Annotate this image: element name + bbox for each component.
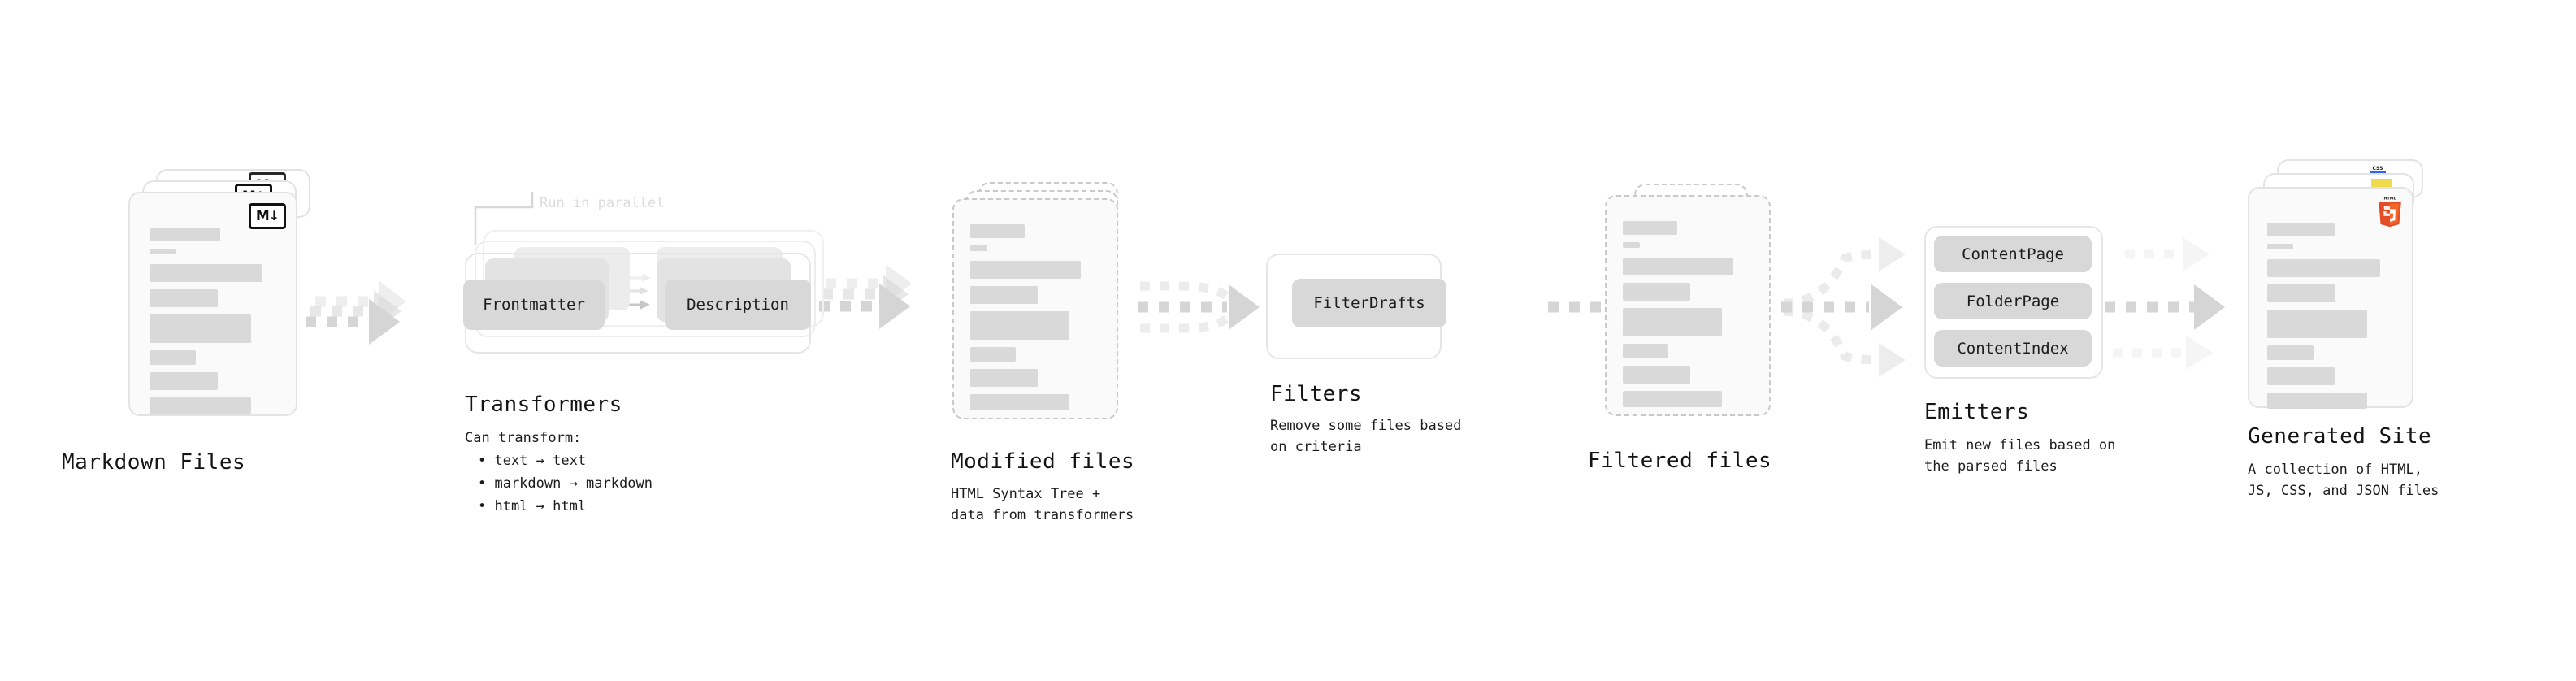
arrow-filtered-to-emitters — [1781, 237, 1906, 377]
skeleton-line — [150, 372, 218, 390]
run-in-parallel-note: Run in parallel — [540, 195, 665, 211]
skeleton-line — [2267, 244, 2293, 249]
arrow-markdown-to-transformers — [306, 280, 406, 345]
skeleton-line — [150, 314, 251, 343]
modified-files-title: Modified files — [951, 449, 1135, 474]
skeleton-line — [150, 249, 176, 254]
markdown-icon: M↓ — [249, 203, 286, 229]
emitter-pill-contentpage[interactable]: ContentPage — [1934, 236, 2092, 272]
js-icon — [2371, 179, 2392, 189]
emitters-subtitle: Emit new files based on the parsed files — [1924, 437, 2116, 475]
transformers-bullet-2: • html → html — [478, 498, 587, 514]
transformers-subtitle: Can transform: — [465, 430, 582, 446]
skeleton-line — [150, 264, 263, 282]
transformers-box-back — [483, 230, 824, 327]
skeleton-line — [2267, 259, 2381, 277]
filtered-skeleton-lines — [1623, 221, 1753, 414]
skeleton-line — [1623, 366, 1691, 384]
markdown-skeleton-lines — [150, 228, 278, 421]
skeleton-line — [2267, 393, 2368, 409]
skeleton-line — [2267, 345, 2314, 360]
skeleton-line — [970, 369, 1039, 387]
arrow-modified-to-filters — [1138, 281, 1260, 333]
modified-skeleton-lines — [970, 224, 1100, 418]
markdown-files-title: Markdown Files — [62, 450, 246, 475]
generated-site-stack: CSS HTML — [2248, 159, 2451, 419]
css-icon-label: CSS — [2370, 166, 2386, 171]
skeleton-line — [150, 397, 251, 414]
filtered-files-title: Filtered files — [1588, 449, 1772, 473]
transformer-pill-frontmatter[interactable]: Frontmatter — [463, 280, 605, 330]
skeleton-line — [970, 245, 987, 251]
markdown-files-stack: M↓ M↓ M↓ — [128, 169, 315, 429]
emitters-title: Emitters — [1924, 400, 2030, 424]
markdown-card-front: M↓ — [128, 192, 297, 416]
emitter-pill-folderpage-label: FolderPage — [1966, 292, 2060, 310]
skeleton-line — [1623, 283, 1691, 301]
filters-title: Filters — [1270, 382, 1363, 406]
skeleton-line — [1623, 258, 1733, 275]
skeleton-line — [970, 347, 1016, 362]
skeleton-line — [2267, 223, 2335, 236]
skeleton-line — [2267, 284, 2335, 302]
generated-site-subtitle: A collection of HTML, JS, CSS, and JSON … — [2248, 462, 2439, 499]
emitter-pill-folderpage[interactable]: FolderPage — [1934, 283, 2092, 319]
skeleton-line — [970, 311, 1069, 340]
arrow-emitters-to-site — [2105, 237, 2225, 370]
filter-pill-filterdrafts-label: FilterDrafts — [1313, 294, 1425, 312]
skeleton-line — [1623, 221, 1678, 235]
modified-card-front — [952, 198, 1118, 419]
markdown-icon-label: M — [255, 207, 270, 224]
skeleton-line — [970, 224, 1026, 238]
filter-pill-filterdrafts[interactable]: FilterDrafts — [1292, 279, 1446, 327]
emitters-box — [1924, 226, 2103, 379]
site-card-html: HTML — [2248, 187, 2413, 409]
skeleton-line — [970, 261, 1081, 279]
skeleton-line — [1623, 242, 1640, 248]
skeleton-line — [970, 286, 1039, 304]
modified-files-subtitle: HTML Syntax Tree + data from transformer… — [951, 486, 1134, 523]
site-skeleton-lines — [2267, 223, 2396, 416]
generated-site-title: Generated Site — [2248, 424, 2432, 449]
transformers-title: Transformers — [465, 393, 622, 417]
transformers-bullet-0: • text → text — [478, 453, 587, 469]
transformer-pill-description[interactable]: Description — [665, 280, 811, 330]
modified-files-stack — [952, 182, 1139, 442]
skeleton-line — [150, 289, 218, 307]
transformer-pill-description-label: Description — [687, 296, 789, 314]
css-icon: CSS — [2370, 166, 2386, 175]
arrow-transformers-to-modified — [819, 264, 912, 329]
skeleton-line — [150, 228, 220, 241]
filters-subtitle: Remove some files based on criteria — [1270, 418, 1462, 455]
skeleton-line — [150, 350, 196, 365]
emitter-pill-contentindex-label: ContentIndex — [1957, 339, 2069, 358]
skeleton-line — [2267, 310, 2368, 338]
skeleton-line — [1623, 391, 1722, 407]
emitter-pill-contentindex[interactable]: ContentIndex — [1934, 330, 2092, 367]
svg-text:HTML: HTML — [2383, 197, 2396, 202]
filtered-card-front — [1605, 195, 1771, 416]
transformer-pill-frontmatter-label: Frontmatter — [483, 296, 585, 314]
filtered-files-stack — [1605, 184, 1792, 444]
transformers-bullet-1: • markdown → markdown — [478, 475, 653, 492]
skeleton-line — [970, 394, 1069, 410]
skeleton-line — [1623, 308, 1722, 336]
skeleton-line — [1623, 344, 1668, 358]
html5-icon: HTML — [2376, 195, 2404, 228]
skeleton-line — [2267, 367, 2335, 385]
emitter-pill-contentpage-label: ContentPage — [1962, 245, 2064, 263]
